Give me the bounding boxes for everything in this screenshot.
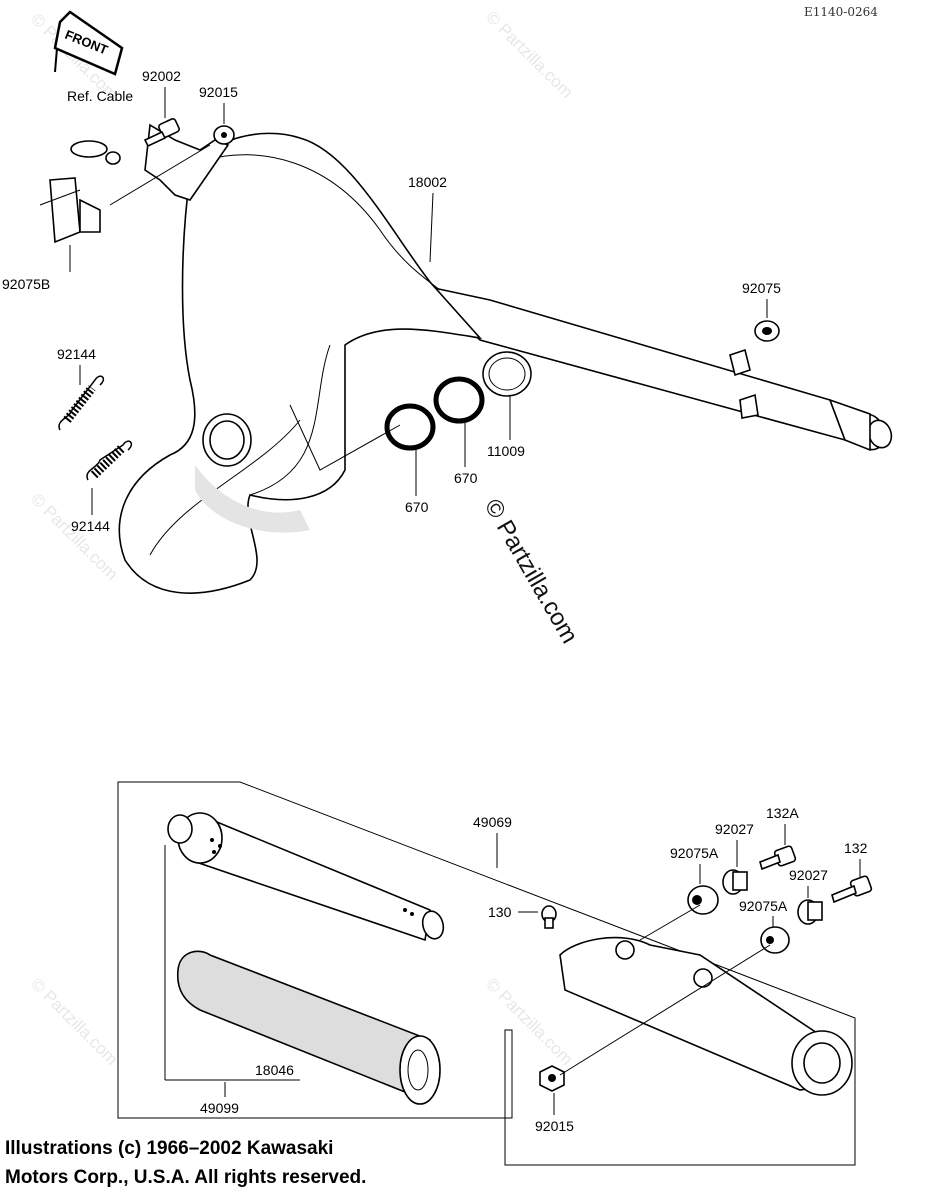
watermark: © Partzilla.com — [482, 7, 576, 101]
part-132-label: 132 — [844, 840, 868, 856]
part-132A-label: 132A — [766, 805, 799, 821]
part-670-label: 670 — [405, 499, 429, 515]
silencer-body-part — [559, 936, 853, 1096]
spring-92144-part — [58, 375, 133, 481]
part-130-label: 130 — [488, 904, 512, 920]
bolt-132-part — [831, 875, 873, 904]
part-92144-label: 92144 — [57, 346, 96, 362]
ref-cable-label: Ref. Cable — [67, 88, 133, 104]
part-18046-label: 18046 — [255, 1062, 294, 1078]
o-ring-670-part — [384, 376, 485, 451]
packing-18046-part — [176, 950, 441, 1105]
collar-92027-part — [722, 869, 823, 925]
watermark: © Partzilla.com — [27, 974, 121, 1068]
part-92075A-label: 92075A — [670, 845, 719, 861]
assembly-line — [639, 904, 701, 941]
nut-92015-part — [213, 125, 235, 145]
bolt-92002-part — [143, 118, 180, 148]
part-92075-label: 92075 — [742, 280, 781, 296]
inner-pipe-part — [167, 812, 445, 942]
part-49069-label: 49069 — [473, 814, 512, 830]
assembly-line — [559, 944, 771, 1076]
assembly-line — [289, 404, 401, 471]
clamp-92075B-part — [39, 140, 211, 244]
part-92144-label: 92144 — [71, 518, 110, 534]
part-92015-label: 92015 — [535, 1118, 574, 1134]
bolt-132A-part — [759, 845, 797, 871]
part-18002-label: 18002 — [408, 174, 447, 190]
part-92027-label: 92027 — [789, 867, 828, 883]
watermark: © Partzilla.com — [482, 974, 576, 1068]
part-670-label: 670 — [454, 470, 478, 486]
watermark: © Partzilla.com — [27, 489, 121, 583]
screw-130-part — [541, 905, 557, 929]
grommet-92075A-part — [687, 885, 790, 954]
part-11009-label: 11009 — [487, 443, 525, 459]
nut-92015-part — [539, 1065, 565, 1092]
copyright-notice: Illustrations (c) 1966–2002 Kawasaki Mot… — [5, 1134, 366, 1192]
part-92027-label: 92027 — [715, 821, 754, 837]
part-92075A-label: 92075A — [739, 898, 788, 914]
assembly-boundary — [117, 781, 856, 1166]
exhaust-chamber-part — [118, 123, 893, 594]
gasket-11009-part — [482, 351, 532, 397]
leader-line — [429, 192, 434, 263]
part-92002-label: 92002 — [142, 68, 181, 84]
part-92075B-label: 92075B — [2, 276, 50, 292]
grommet-92075-part — [754, 320, 780, 342]
part-92015-label: 92015 — [199, 84, 238, 100]
diagram-code: E1140-0264 — [804, 5, 878, 19]
copyright-line: Motors Corp., U.S.A. All rights reserved… — [5, 1167, 367, 1188]
watermark-main: © Partzilla.com — [479, 495, 583, 649]
part-49099-label: 49099 — [200, 1100, 239, 1116]
copyright-line: Illustrations (c) 1966–2002 Kawasaki — [5, 1138, 334, 1159]
